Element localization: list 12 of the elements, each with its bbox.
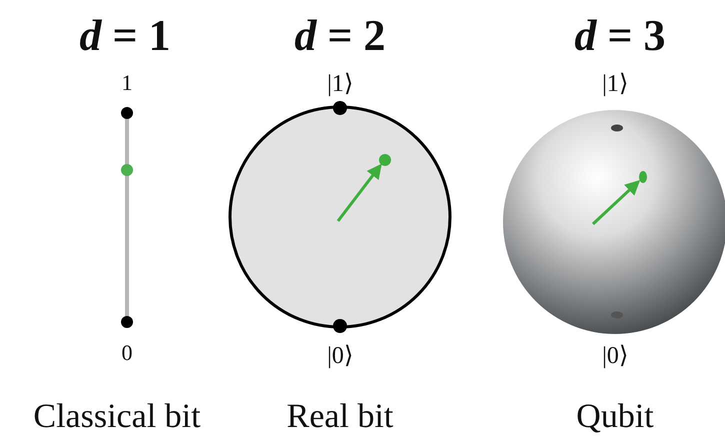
dimension-heading: d = 1 bbox=[79, 14, 171, 58]
caption-text: Classical bit bbox=[33, 400, 201, 434]
state-label: |1⟩ bbox=[602, 72, 628, 96]
dimension-heading: d = 3 bbox=[574, 14, 666, 58]
caption-text: Qubit bbox=[576, 400, 654, 434]
state-label: 0 bbox=[122, 342, 132, 364]
state-label: |0⟩ bbox=[327, 344, 353, 368]
state-label: 1 bbox=[122, 72, 132, 94]
state-label: |0⟩ bbox=[602, 344, 628, 368]
dimension-heading: d = 2 bbox=[294, 14, 386, 58]
caption-text: Real bit bbox=[286, 400, 394, 434]
state-label: |1⟩ bbox=[327, 72, 353, 96]
